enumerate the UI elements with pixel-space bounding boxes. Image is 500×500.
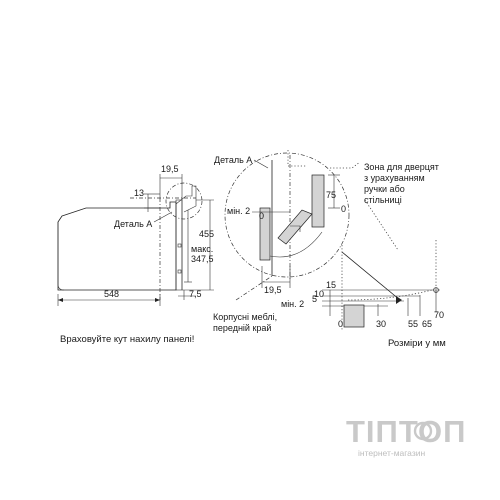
clearance-view xyxy=(322,199,440,330)
zone-line-3: ручки або xyxy=(364,184,405,194)
dim-max-label: макс. xyxy=(191,244,213,254)
detail-min2-label: мін. 2 xyxy=(227,206,250,216)
tilt-caption: Враховуйте кут нахилу панелі! xyxy=(60,334,194,345)
detail-a-label: Деталь А xyxy=(114,219,152,229)
store-watermark: ТІПТОП інтернет-магазин xyxy=(346,414,466,458)
detail-dim-0a: 0 xyxy=(259,211,264,221)
zone-line-1: Зона для дверцят xyxy=(364,162,439,172)
watermark-subtitle: інтернет-магазин xyxy=(358,448,425,458)
dim-13-label: 13 xyxy=(134,188,144,198)
detail-a-view xyxy=(224,150,361,301)
x-70-label: 70 xyxy=(434,310,444,320)
cart-icon xyxy=(413,421,433,441)
zone-line-2: з урахуванням xyxy=(364,173,425,183)
furniture-line-1: Корпусні меблі, xyxy=(213,312,277,322)
level-5-label: 5 xyxy=(312,294,317,304)
level-10-label: 10 xyxy=(314,289,324,299)
dim-7-5-label: 7,5 xyxy=(189,289,202,299)
x-0-label: 0 xyxy=(338,319,343,329)
clearance-min2-label: мін. 2 xyxy=(281,299,304,309)
detail-dim-75: 75 xyxy=(326,190,336,200)
x-65-label: 65 xyxy=(422,319,432,329)
dim-347-5-label: 347,5 xyxy=(191,254,214,264)
dim-19-5-label: 19,5 xyxy=(161,164,179,174)
dim-455-label: 455 xyxy=(199,229,214,239)
furniture-line-2: передній край xyxy=(213,323,271,333)
detail-a-title: Деталь А xyxy=(214,155,252,165)
units-note: Розміри у мм xyxy=(388,338,446,349)
detail-dim-19-5: 19,5 xyxy=(264,285,282,295)
oven-side-view xyxy=(57,174,214,306)
watermark-brand: ТІПТОП xyxy=(346,414,466,449)
dim-548-label: 548 xyxy=(104,289,119,299)
level-15-label: 15 xyxy=(326,280,336,290)
x-30-label: 30 xyxy=(376,319,386,329)
x-55-label: 55 xyxy=(408,319,418,329)
zone-line-4: стільниці xyxy=(364,195,402,205)
detail-dim-0b: 0 xyxy=(341,204,346,214)
